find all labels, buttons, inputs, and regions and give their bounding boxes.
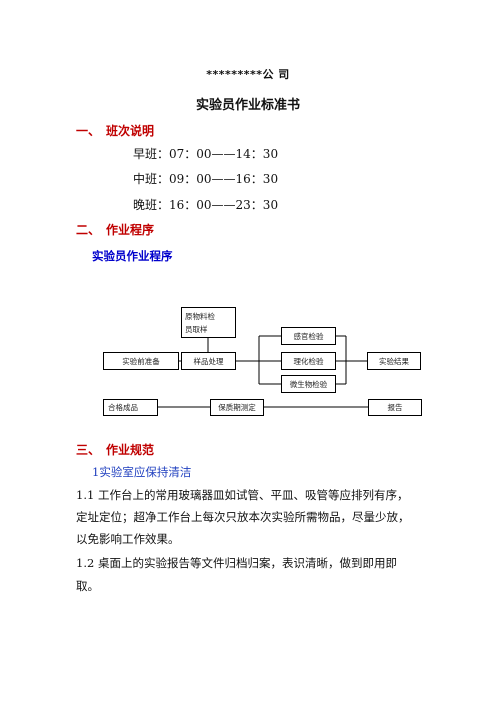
section2-heading: 作业程序 [106,223,155,237]
item1-title: 1实验室应保持清洁 [92,465,192,479]
paragraph-1-1-line3: 以免影响工作效果。 [76,532,180,546]
report-box: 报告 [368,399,422,416]
paragraph-1-1-line2: 定址定位；超净工作台上每次只放本次实验所需物品，尽量少放， [76,510,410,524]
section2-number: 二、 [76,223,101,237]
shelf-life-label: 保质期测定 [218,403,256,412]
pre-experiment-label: 实验前准备 [122,356,160,366]
physchem-test-label: 理化检验 [293,356,324,366]
shift-middle: 中班：09：00——16：30 [133,172,279,186]
pre-experiment-box: 实验前准备 [103,352,179,370]
document-title: 实验员作业标准书 [195,98,300,113]
sensory-test-label: 感官检验 [293,331,324,341]
physchem-test-box: 理化检验 [281,352,336,370]
raw-material-sampling-box: 原物料检 员取样 [181,307,236,338]
company-name: *********公 司 [206,68,290,81]
sample-processing-label: 样品处理 [193,356,224,366]
shift-night: 晚班：16：00——23：30 [133,198,279,212]
sample-processing-box: 样品处理 [181,352,236,370]
procedure-subheading: 实验员作业程序 [92,249,173,263]
micro-test-label: 微生物检验 [289,379,328,389]
paragraph-1-2-line2: 取。 [76,579,99,593]
paragraph-1-1-line1: 1.1 工作台上的常用玻璃器皿如试管、平皿、吸管等应排列有序， [76,488,409,502]
sensory-test-box: 感官检验 [281,327,336,345]
section1-heading: 班次说明 [106,124,155,138]
paragraph-1-2-line1: 1.2 桌面上的实验报告等文件归档归案，表识清晰，做到即用即 [76,556,397,570]
section3-number: 三、 [76,443,101,457]
micro-test-box: 微生物检验 [281,375,336,393]
results-label: 实验结果 [379,356,409,366]
raw-material-label-line1: 原物料检 [185,312,215,321]
shelf-life-box: 保质期测定 [210,399,264,416]
report-label: 报告 [387,403,403,412]
qualified-product-box: 合格成品 [103,399,158,416]
raw-material-label-line2: 员取样 [185,325,208,334]
qualified-product-label: 合格成品 [108,403,138,412]
results-box: 实验结果 [367,352,421,370]
section1-number: 一、 [76,124,101,138]
shift-morning: 早班：07：00——14：30 [133,147,279,161]
section3-heading: 作业规范 [106,443,155,457]
